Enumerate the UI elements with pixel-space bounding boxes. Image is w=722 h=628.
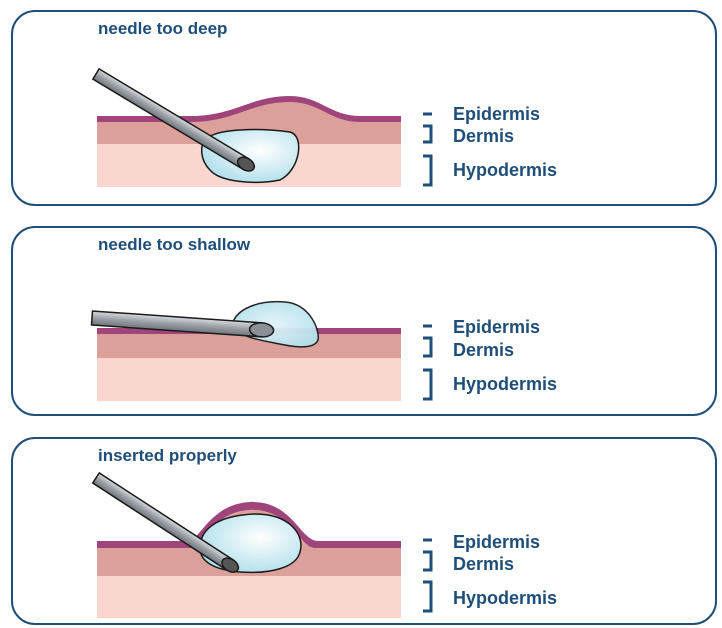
epidermis-label: Epidermis xyxy=(453,104,540,124)
dermis-bracket xyxy=(423,552,431,570)
dermis-bracket xyxy=(423,126,431,142)
fluid-bleb xyxy=(200,514,301,572)
diagram-needle-too-shallow: Epidermis Dermis Hypodermis xyxy=(0,220,722,420)
hypodermis-bracket xyxy=(423,582,431,611)
dermis-bracket xyxy=(423,338,431,356)
epidermis-label: Epidermis xyxy=(453,532,540,552)
hypodermis-bracket xyxy=(423,156,431,185)
hypodermis-label: Hypodermis xyxy=(453,374,557,394)
hypodermis-bracket xyxy=(423,370,431,399)
dermis-label: Dermis xyxy=(453,554,514,574)
hypodermis-label: Hypodermis xyxy=(453,588,557,608)
fluid-bleb xyxy=(202,130,299,183)
dermis-label: Dermis xyxy=(453,126,514,146)
hypodermis-layer xyxy=(97,356,401,401)
dermis-label: Dermis xyxy=(453,340,514,360)
diagram-needle-too-deep: Epidermis Dermis Hypodermis xyxy=(0,0,722,210)
diagram-inserted-properly: Epidermis Dermis Hypodermis xyxy=(0,428,722,628)
hypodermis-layer xyxy=(97,574,401,618)
hypodermis-label: Hypodermis xyxy=(453,160,557,180)
epidermis-label: Epidermis xyxy=(453,317,540,337)
